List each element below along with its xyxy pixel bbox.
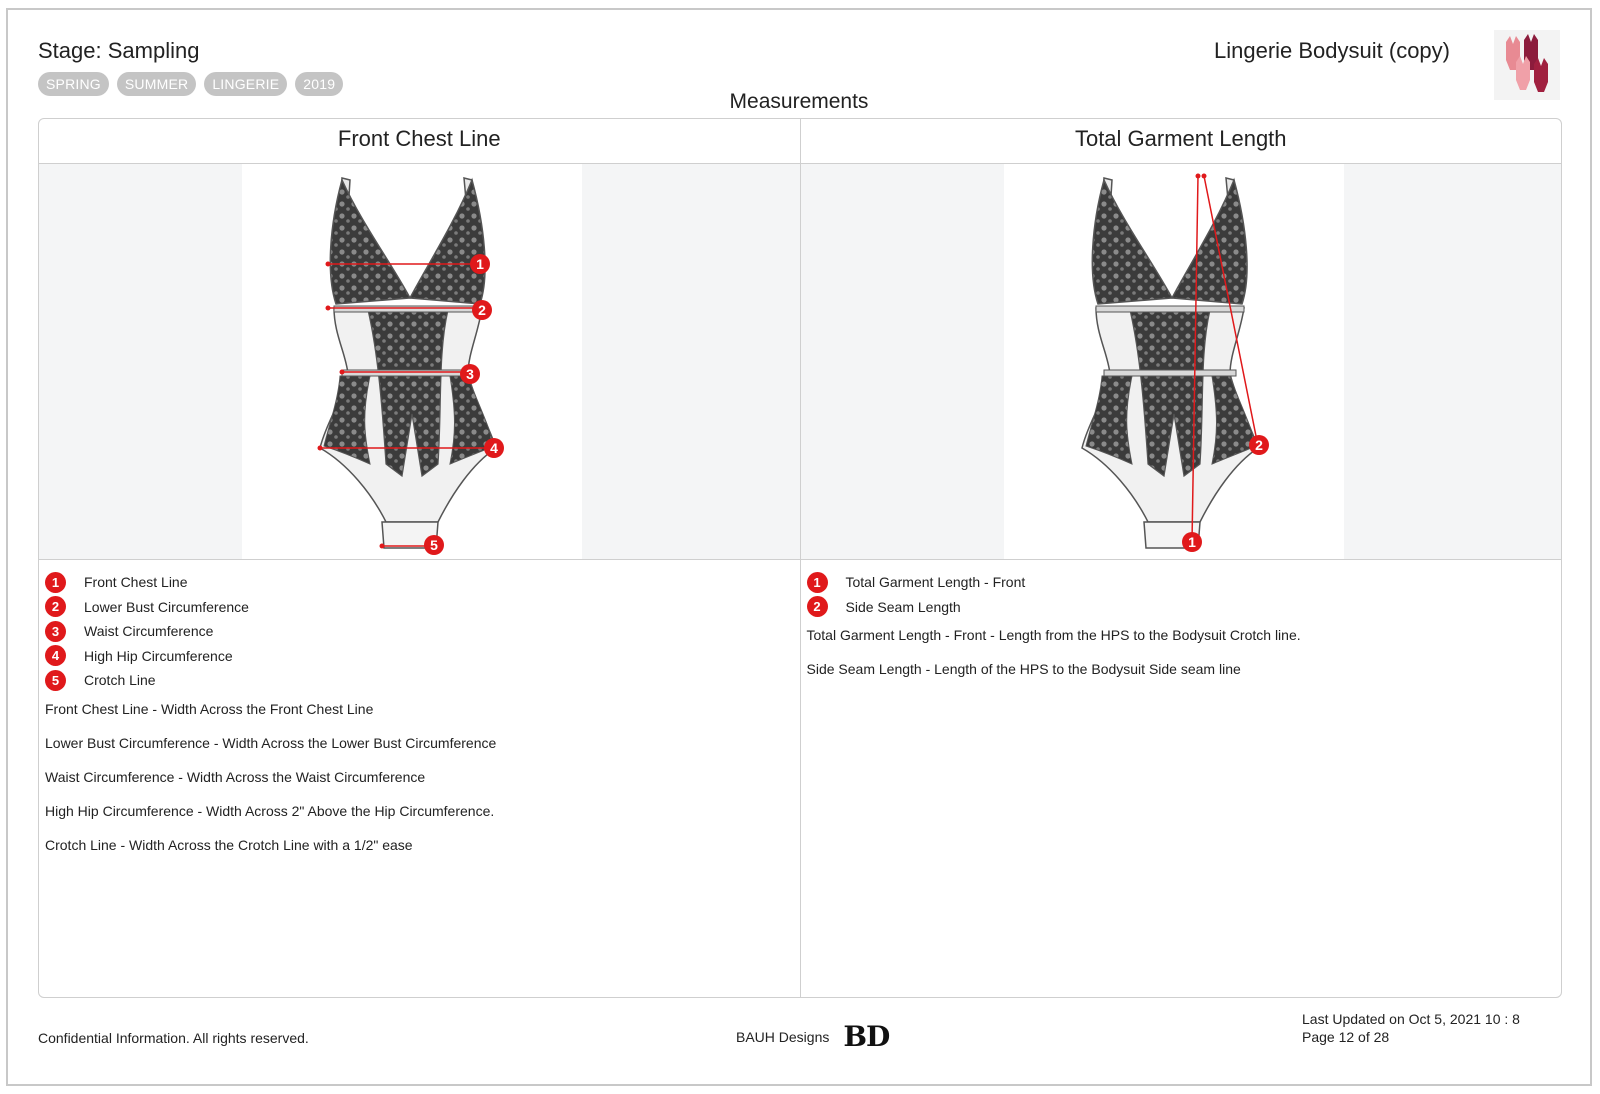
legend-label: Total Garment Length - Front [845, 574, 1026, 591]
tag-year[interactable]: 2019 [295, 72, 344, 96]
measurement-description: Total Garment Length - Front - Length fr… [806, 627, 1301, 643]
marker-3[interactable]: 3 [460, 364, 480, 384]
measurements-panel: Front Chest Line [38, 118, 1562, 998]
svg-text:1: 1 [1188, 534, 1196, 550]
number-badge: 1 [45, 571, 66, 593]
measurement-legend: 1 Front Chest Line 2 Lower Bust Circumfe… [39, 560, 800, 871]
legend-item: 1 Total Garment Length - Front [806, 570, 1556, 595]
svg-text:2: 2 [1255, 437, 1263, 453]
number-badge: 5 [45, 669, 66, 691]
stage-label: Stage: Sampling [38, 38, 200, 63]
company-name: BAUH Designs [736, 1028, 830, 1045]
legend-item: 2 Lower Bust Circumference [45, 595, 794, 620]
marker-1[interactable]: 1 [470, 254, 490, 274]
tag-list: SPRING SUMMER LINGERIE 2019 [38, 72, 344, 96]
legend-item: 1 Front Chest Line [45, 570, 794, 595]
tag-lingerie[interactable]: LINGERIE [204, 72, 288, 96]
marker-5[interactable]: 5 [424, 535, 444, 555]
column-title: Front Chest Line [39, 119, 800, 164]
measurement-description: Front Chest Line - Width Across the Fron… [45, 700, 374, 717]
number-badge: 2 [45, 596, 66, 618]
garment-sketch-length-measurements[interactable]: 1 2 [1003, 164, 1344, 559]
svg-text:5: 5 [430, 537, 438, 553]
measurement-legend: 1 Total Garment Length - Front 2 Side Se… [801, 560, 1562, 695]
garment-sketch-front-measurements[interactable]: 1 2 3 4 [242, 164, 582, 559]
svg-text:1: 1 [476, 256, 484, 272]
measurement-description: Waist Circumference - Width Across the W… [45, 768, 426, 785]
marker-2[interactable]: 2 [1248, 435, 1269, 455]
product-name: Lingerie Bodysuit (copy) [1213, 38, 1450, 63]
legend-label: Lower Bust Circumference [84, 598, 249, 615]
marker-4[interactable]: 4 [484, 438, 504, 458]
section-title: Measurements [729, 90, 869, 113]
svg-text:4: 4 [490, 440, 498, 456]
tag-spring[interactable]: SPRING [38, 72, 109, 96]
legend-item: 4 High Hip Circumference [45, 644, 794, 669]
total-garment-length-column: Total Garment Length [799, 119, 1562, 997]
description-list: Front Chest Line - Width Across the Fron… [45, 693, 794, 872]
marker-1[interactable]: 1 [1181, 532, 1202, 552]
sketch-area: 1 2 [800, 164, 1561, 560]
front-chest-line-column: Front Chest Line [39, 119, 800, 997]
number-badge: 1 [806, 571, 828, 593]
page-number: Page 12 of 28 [1302, 1029, 1390, 1045]
company-branding: BAUH Designs BD [736, 1020, 890, 1053]
tag-summer[interactable]: SUMMER [116, 72, 197, 96]
svg-text:3: 3 [466, 366, 474, 382]
page-meta: Last Updated on Oct 5, 2021 10 : 8 Page … [1302, 1010, 1520, 1046]
legend-item: 2 Side Seam Length [806, 595, 1556, 620]
legend-label: Front Chest Line [84, 574, 188, 591]
legend-label: High Hip Circumference [84, 647, 233, 664]
measurement-description: Lower Bust Circumference - Width Across … [45, 734, 497, 751]
legend-label: Crotch Line [84, 672, 156, 689]
measurement-description: Side Seam Length - Length of the HPS to … [806, 661, 1241, 678]
last-updated: Last Updated on Oct 5, 2021 10 : 8 [1302, 1011, 1520, 1027]
description-list: Total Garment Length - Front - Length fr… [807, 619, 1556, 695]
marker-2[interactable]: 2 [472, 300, 492, 320]
number-badge: 3 [45, 620, 66, 642]
measurement-description: High Hip Circumference - Width Across 2"… [45, 803, 495, 820]
sketch-area: 1 2 3 4 [39, 164, 800, 560]
legend-label: Side Seam Length [845, 598, 961, 615]
product-thumbnail[interactable] [1494, 30, 1560, 100]
confidential-notice: Confidential Information. All rights res… [38, 1030, 309, 1046]
company-logo: BD [843, 1020, 890, 1053]
legend-item: 3 Waist Circumference [45, 619, 794, 644]
number-badge: 4 [45, 645, 66, 667]
spec-sheet-page: Stage: Sampling SPRING SUMMER LINGERIE 2… [6, 8, 1592, 1086]
legend-item: 5 Crotch Line [45, 668, 794, 693]
number-badge: 2 [806, 596, 828, 618]
measurement-description: Crotch Line - Width Across the Crotch Li… [45, 837, 413, 854]
legend-label: Waist Circumference [84, 623, 214, 640]
column-title: Total Garment Length [800, 119, 1561, 164]
svg-text:2: 2 [478, 302, 486, 318]
